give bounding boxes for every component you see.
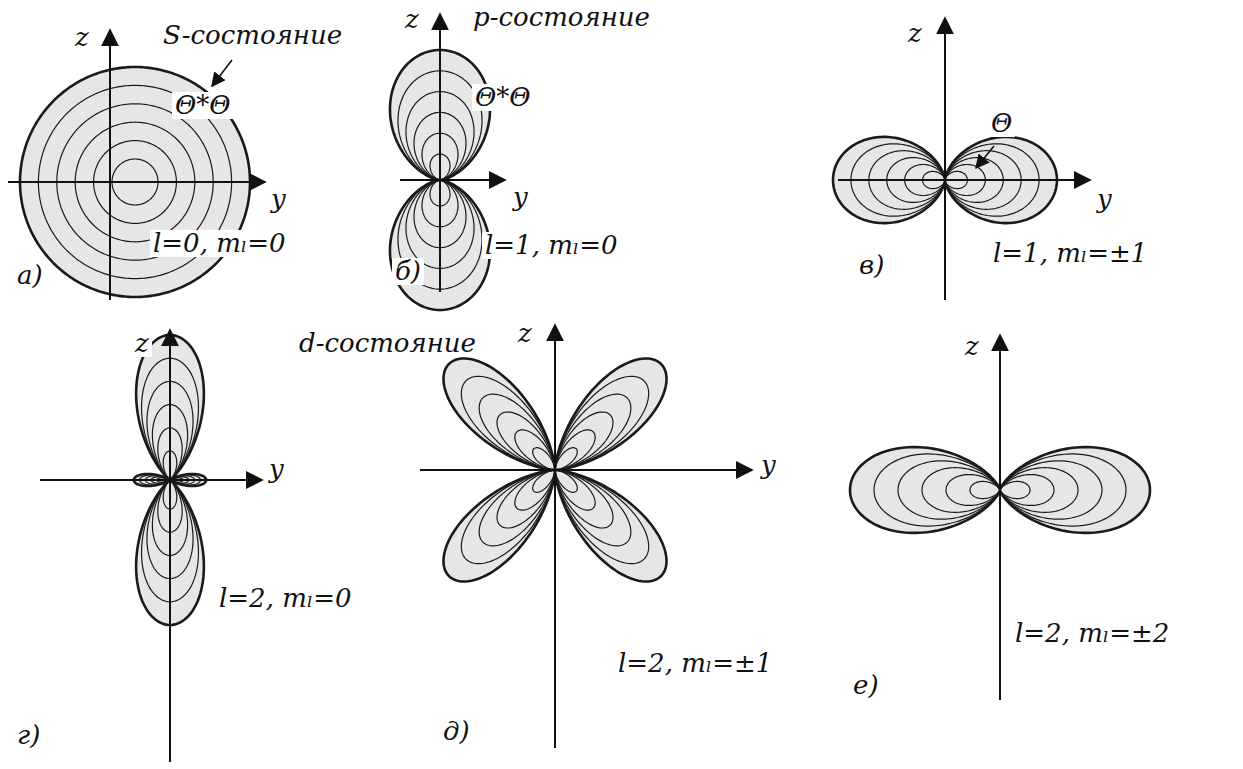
axis-label: y: [268, 186, 289, 213]
coordinate-axis: [554, 325, 556, 748]
quantum-numbers: l=1, mₗ=0: [482, 232, 620, 259]
coordinate-axis: [40, 479, 262, 481]
coordinate-axis: [420, 469, 752, 471]
axis-label: y: [510, 184, 531, 211]
function-label: Θ*Θ: [472, 84, 534, 111]
panel-letter: д): [440, 718, 473, 745]
axis-label: y: [758, 452, 779, 479]
axis-label: z: [72, 24, 92, 51]
coordinate-axis: [400, 179, 505, 181]
state-title: p-состояние: [470, 4, 653, 31]
leader-line: [976, 146, 994, 168]
function-label: Θ: [988, 110, 1015, 137]
coordinate-axis: [999, 335, 1001, 700]
state-title: d-состояние: [296, 330, 479, 357]
quantum-numbers: l=2, mₗ=±2: [1012, 620, 1172, 647]
axis-label: z: [402, 6, 422, 33]
panel-letter: б): [392, 258, 424, 285]
quantum-numbers: l=2, mₗ=±1: [615, 650, 775, 677]
quantum-numbers: l=2, mₗ=0: [216, 585, 354, 612]
coordinate-axis: [838, 179, 1090, 181]
state-title: S-состояние: [160, 22, 345, 49]
axis-label: z: [132, 330, 152, 357]
function-label: Θ*Θ: [172, 92, 234, 119]
coordinate-axis: [169, 330, 171, 762]
coordinate-axis: [8, 181, 265, 183]
quantum-numbers: l=0, mₗ=0: [150, 230, 288, 257]
panel-letter: в): [856, 252, 887, 279]
panel-letter: г): [14, 722, 43, 749]
axis-label: y: [266, 456, 287, 483]
axis-label: z: [905, 20, 925, 47]
axis-label: z: [962, 333, 982, 360]
panel-letter: а): [14, 262, 46, 289]
coordinate-axis: [109, 30, 111, 300]
leader-line: [212, 60, 232, 86]
coordinate-axis: [439, 14, 441, 292]
axes: [8, 14, 1090, 762]
axis-label: z: [515, 320, 535, 347]
panel-letter: е): [850, 672, 882, 699]
quantum-numbers: l=1, mₗ=±1: [990, 240, 1150, 267]
axis-label: y: [1094, 186, 1115, 213]
coordinate-axis: [944, 18, 946, 300]
leaders: [212, 60, 994, 168]
